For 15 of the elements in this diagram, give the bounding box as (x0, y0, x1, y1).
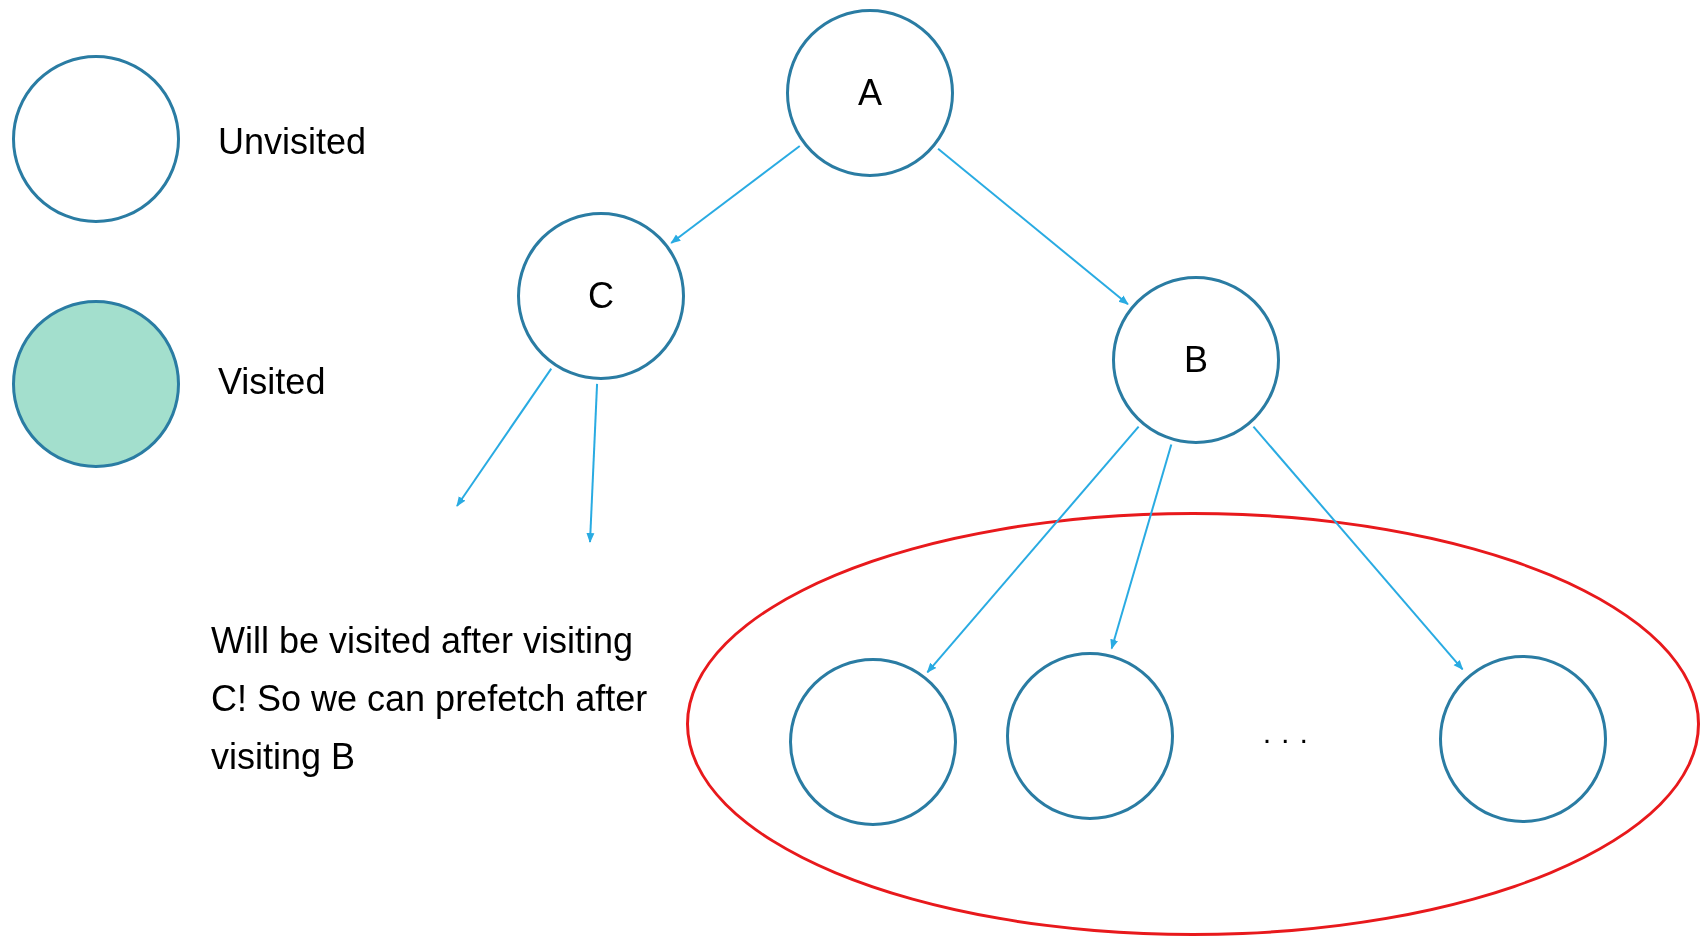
node-label: B (1184, 338, 1208, 382)
legend-label: Visited (218, 360, 326, 404)
arrow (937, 147, 1129, 306)
note-text: Will be visited after visiting C! So we can prefetch after visiting B (211, 619, 649, 779)
arrow (1110, 443, 1173, 650)
arrow (670, 145, 801, 244)
node-label: C (588, 274, 614, 318)
group-ellipse (686, 512, 1700, 936)
arrow (926, 425, 1140, 674)
legend-label: Unvisited (218, 120, 367, 164)
arrow (456, 367, 553, 507)
node-label: A (858, 71, 882, 115)
ellipsis: · · · (1262, 721, 1309, 757)
arrow (586, 382, 599, 543)
arrow (1252, 425, 1464, 671)
